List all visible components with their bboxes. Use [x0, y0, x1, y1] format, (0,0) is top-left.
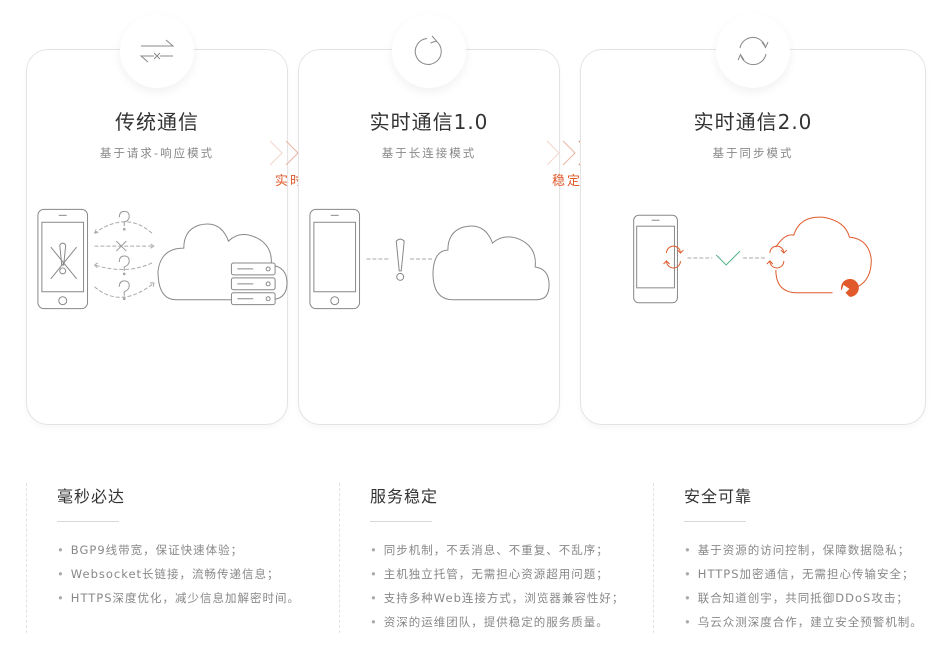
illustration-traditional: [27, 205, 288, 315]
stage-subtitle: 基于同步模式: [712, 146, 794, 160]
stage-card-traditional: 传统通信 基于请求-响应模式: [26, 14, 288, 425]
phone-icon: [309, 208, 361, 310]
cloud-icon: [775, 216, 872, 294]
feature-column-stability: 服务稳定 同步机制，不丢消息、不重复、不乱序； 主机独立托管，无需担心资源超用问…: [339, 483, 639, 633]
feature-title: 服务稳定: [370, 487, 439, 506]
feature-column-speed: 毫秒必达 BGP9线带宽，保证快速体验； Websocket长链接，流畅传递信息…: [26, 483, 326, 633]
feature-item: 同步机制，不丢消息、不重复、不乱序；: [370, 538, 624, 562]
connector-label: 实时: [274, 174, 305, 189]
feature-divider: [684, 521, 746, 522]
connector-label: 稳定: [551, 174, 582, 189]
sync-small-icon: [663, 245, 684, 269]
error-exclamation-icon: [50, 242, 78, 280]
feature-divider: [57, 521, 119, 522]
feature-divider: [370, 521, 432, 522]
feature-item: 支持多种Web连接方式，浏览器兼容性好；: [370, 586, 624, 610]
feature-item: 基于资源的访问控制，保障数据隐私；: [684, 538, 923, 562]
illustration-realtime-1: [299, 205, 559, 315]
stage-badge: [392, 14, 466, 88]
feature-item: HTTPS加密通信，无需担心传输安全；: [684, 562, 923, 586]
feature-item: HTTPS深度优化，减少信息加解密时间。: [57, 586, 300, 610]
sync-icon: [737, 36, 769, 66]
stage-subtitle: 基于长连接模式: [381, 146, 477, 160]
stage-title: 传统通信: [115, 110, 199, 134]
feature-item: BGP9线带宽，保证快速体验；: [57, 538, 300, 562]
phone-icon: [37, 208, 89, 310]
feature-list: 基于资源的访问控制，保障数据隐私； HTTPS加密通信，无需担心传输安全； 联合…: [684, 538, 923, 634]
feature-list: BGP9线带宽，保证快速体验； Websocket长链接，流畅传递信息； HTT…: [57, 538, 300, 610]
stage-title: 实时通信2.0: [693, 110, 813, 134]
refresh-single-icon: [414, 35, 442, 65]
question-marks-icon: [115, 210, 130, 300]
phone-icon: [633, 214, 678, 304]
cloud-icon: [157, 223, 288, 301]
feature-list: 同步机制，不丢消息、不重复、不乱序； 主机独立托管，无需担心资源超用问题； 支持…: [370, 538, 624, 634]
feature-title: 毫秒必达: [57, 487, 126, 506]
feature-item: Websocket长链接，流畅传递信息；: [57, 562, 300, 586]
feature-item: 资深的运维团队，提供稳定的服务质量。: [370, 610, 624, 634]
illustration-realtime-2: [581, 205, 925, 315]
alert-exclamation-icon: [395, 238, 405, 281]
exchange-arrows-crossed-icon: [139, 39, 175, 63]
stage-badge: [120, 14, 194, 88]
feature-title: 安全可靠: [684, 487, 753, 506]
stage-subtitle: 基于请求-响应模式: [99, 146, 215, 160]
cloud-icon: [432, 225, 550, 301]
stage-card-realtime-2: 实时通信2.0 基于同步模式: [580, 14, 926, 425]
check-icon: [715, 250, 741, 266]
feature-item: 乌云众测深度合作，建立安全预警机制。: [684, 610, 923, 634]
sync-small-icon: [766, 245, 788, 269]
feature-column-security: 安全可靠 基于资源的访问控制，保障数据隐私； HTTPS加密通信，无需担心传输安…: [653, 483, 951, 633]
request-arrows-icon: [94, 221, 155, 298]
stage-title: 实时通信1.0: [369, 110, 489, 134]
stage-card-realtime-1: 实时通信1.0 基于长连接模式: [298, 14, 560, 425]
server-icon: [230, 262, 276, 306]
stage-badge: [716, 14, 790, 88]
feature-item: 主机独立托管，无需担心资源超用问题；: [370, 562, 624, 586]
brand-logo-icon: [840, 278, 859, 297]
feature-item: 联合知道创宇，共同抵御DDoS攻击；: [684, 586, 923, 610]
